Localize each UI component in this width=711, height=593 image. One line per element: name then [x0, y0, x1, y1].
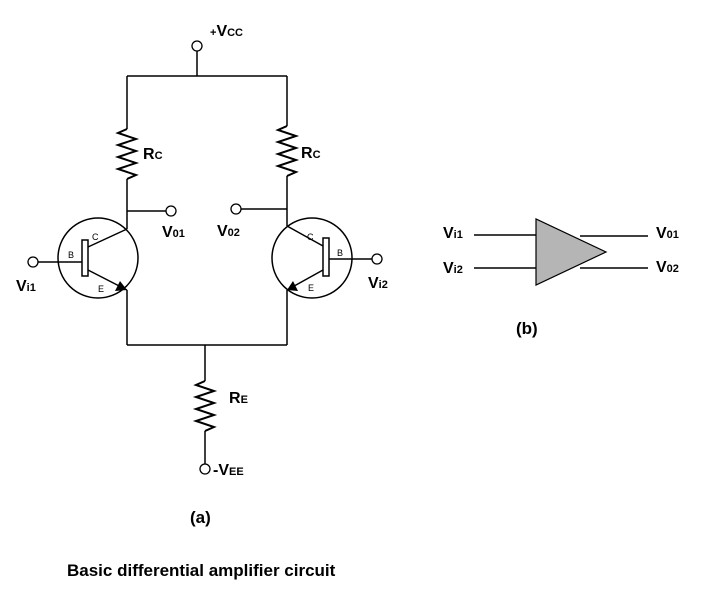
circuit-a: +VCC RC V01 C B E Vi1 RC	[16, 23, 388, 527]
symbol-in1-label: Vi1	[443, 225, 463, 242]
q1-pin-e: E	[98, 284, 104, 294]
vo2-label: V02	[217, 223, 240, 240]
q2-collector-lead	[286, 225, 324, 247]
q1-base-bar	[81, 239, 89, 277]
re-resistor	[192, 380, 218, 432]
vo1-label: V01	[162, 224, 185, 241]
q1-pin-b: B	[68, 250, 74, 260]
q1-collector-lead	[87, 228, 128, 248]
q1-transistor-body	[57, 217, 139, 299]
q2-pin-c: C	[307, 232, 314, 242]
vi1-terminal	[27, 256, 39, 268]
vcc-terminal	[191, 40, 203, 52]
vi2-label: Vi2	[368, 275, 388, 292]
q2-pin-b: B	[337, 248, 343, 258]
caption-b: (b)	[516, 319, 538, 338]
vo1-terminal	[165, 205, 177, 217]
rc-left-resistor	[114, 128, 140, 180]
rc-right-resistor	[274, 125, 300, 177]
caption-a: (a)	[190, 508, 211, 527]
vee-label: -VEE	[213, 462, 244, 479]
symbol-out2-label: V02	[656, 259, 679, 276]
q1-pin-c: C	[92, 232, 99, 242]
vo2-terminal	[230, 203, 242, 215]
rc-left-label: RC	[143, 146, 163, 163]
diagram-title: Basic differential amplifier circuit	[67, 561, 336, 580]
symbol-b: Vi1 Vi2 V01 V02 (b)	[443, 218, 679, 338]
vee-terminal	[199, 463, 211, 475]
vcc-label: +VCC	[210, 23, 243, 40]
q2-transistor-body	[271, 217, 353, 299]
symbol-in2-label: Vi2	[443, 260, 463, 277]
vi1-label: Vi1	[16, 278, 36, 295]
q1-emitter-arrow	[115, 281, 127, 291]
q2-pin-e: E	[308, 283, 314, 293]
re-label: RE	[229, 390, 248, 407]
symbol-out1-label: V01	[656, 225, 679, 242]
rc-right-label: RC	[301, 145, 321, 162]
q2-base-bar	[322, 237, 330, 277]
vi2-terminal	[371, 253, 383, 265]
q2-emitter-arrow	[287, 281, 298, 291]
amplifier-triangle-icon	[535, 218, 608, 286]
